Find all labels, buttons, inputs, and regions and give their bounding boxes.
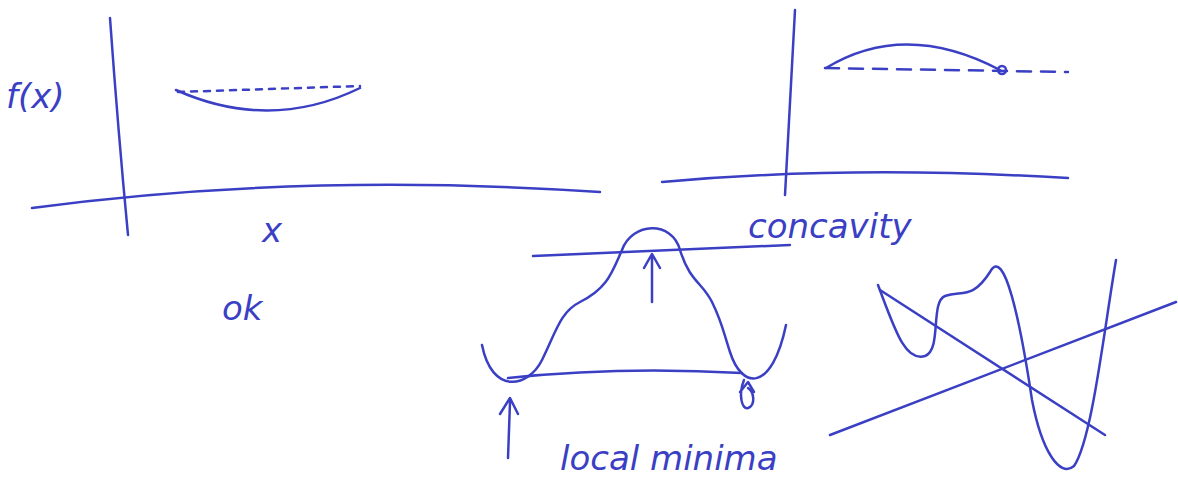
chord-dashed [825,68,1068,72]
point [998,66,1006,74]
handwritten-label: concavity [748,208,912,245]
x-axis [32,185,600,208]
top-line [533,245,790,256]
convex-curve [176,88,360,111]
handwritten-label: f(x) [6,78,65,115]
concave-curve [826,44,1000,70]
cross-line [880,290,1105,435]
handwritten-label: x [262,212,282,249]
y-axis [785,10,795,195]
x-axis [662,172,1068,182]
chord-dashed [178,86,360,92]
arrow-scribble [740,380,754,408]
arrow-up [644,254,660,302]
y-axis [110,18,128,235]
arrow-up [500,398,518,458]
minima-line [508,370,742,378]
handwritten-label: ok [222,290,263,327]
crossed-curve [878,260,1116,469]
handwritten-label: local minima [560,440,778,477]
